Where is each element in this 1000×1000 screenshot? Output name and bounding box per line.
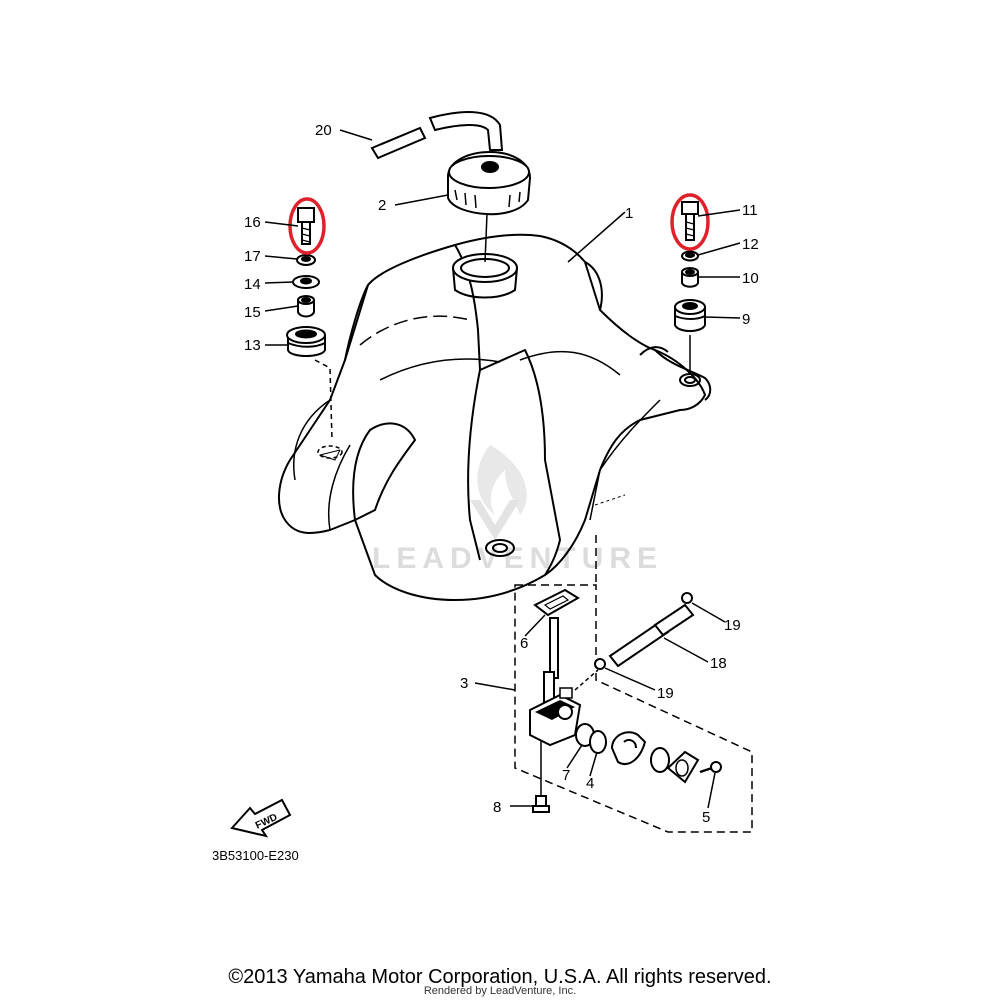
watermark: LEADVENTURE bbox=[372, 445, 663, 575]
highlight-circle-part-11 bbox=[670, 193, 710, 251]
highlight-circle-part-16 bbox=[288, 197, 326, 255]
callout-20: 20 bbox=[315, 122, 332, 139]
callout-10: 10 bbox=[742, 270, 759, 287]
breather-hose bbox=[370, 111, 504, 160]
fwd-arrow-icon: FWD bbox=[230, 798, 292, 838]
callout-3: 3 bbox=[460, 675, 468, 692]
fuel-cap bbox=[447, 150, 532, 263]
callout-1: 1 bbox=[625, 205, 633, 222]
left-mount-hole bbox=[317, 445, 343, 459]
fuel-hose bbox=[574, 592, 695, 691]
callout-11: 11 bbox=[742, 202, 758, 219]
diagram-code: 3B53100-E230 bbox=[212, 848, 299, 863]
callout-9: 9 bbox=[742, 311, 750, 328]
leader-lines bbox=[264, 129, 741, 809]
left-mount-guide bbox=[314, 359, 333, 441]
right-mount-parts bbox=[674, 201, 706, 332]
watermark-v-icon bbox=[470, 500, 520, 540]
callout-13: 13 bbox=[244, 337, 261, 354]
watermark-text: LEADVENTURE bbox=[372, 542, 663, 575]
callout-4: 4 bbox=[586, 775, 594, 792]
callout-14: 14 bbox=[244, 276, 261, 293]
callout-8: 8 bbox=[493, 799, 501, 816]
callout-16: 16 bbox=[244, 214, 261, 231]
copyright-notice: ©2013 Yamaha Motor Corporation, U.S.A. A… bbox=[228, 966, 772, 988]
callout-18: 18 bbox=[710, 655, 727, 672]
watermark-flame-icon bbox=[477, 445, 527, 515]
left-mount-parts bbox=[286, 207, 326, 357]
fuel-tank bbox=[278, 233, 712, 601]
callout-12: 12 bbox=[742, 236, 759, 253]
callout-2: 2 bbox=[378, 197, 386, 214]
callout-19-lower: 19 bbox=[657, 685, 674, 702]
callout-17: 17 bbox=[244, 248, 261, 265]
callout-labels: 20 2 1 16 17 14 15 13 11 12 10 9 6 3 7 4… bbox=[244, 122, 759, 826]
callout-15: 15 bbox=[244, 304, 261, 321]
rendered-by-credit: Rendered by LeadVenture, Inc. bbox=[423, 985, 577, 997]
callout-6: 6 bbox=[520, 635, 528, 652]
callout-5: 5 bbox=[702, 809, 710, 826]
fuel-cock-assembly bbox=[514, 535, 753, 833]
callout-19-upper: 19 bbox=[724, 617, 741, 634]
callout-7: 7 bbox=[562, 767, 570, 784]
